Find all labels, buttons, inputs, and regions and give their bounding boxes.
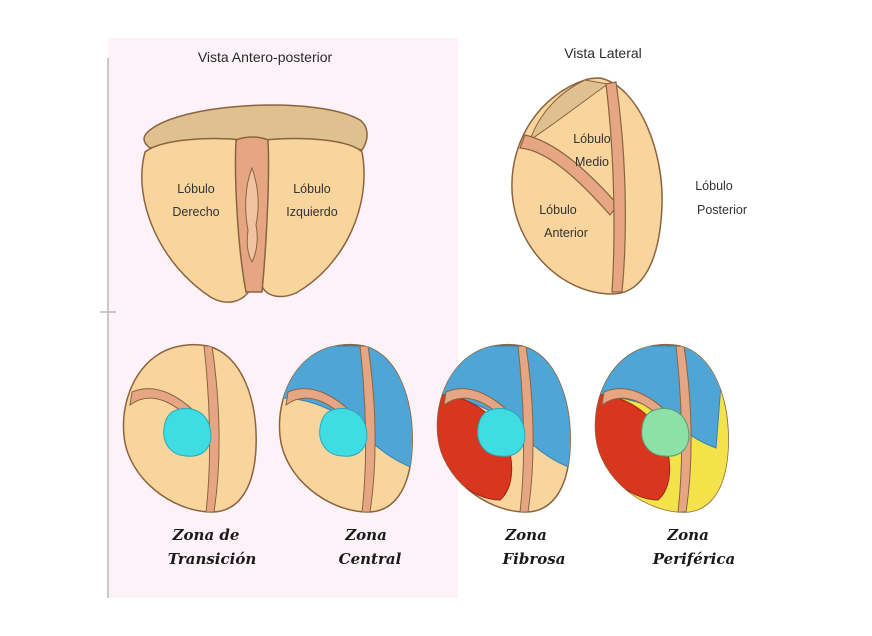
middle-lobe-label-1: Lóbulo — [573, 132, 611, 146]
zone-transition-diagram: Zona de Transición — [122, 343, 257, 568]
antero-posterior-view: Lóbulo Derecho Lóbulo Izquierdo — [141, 104, 368, 303]
transition-zone-region — [163, 408, 212, 457]
zone-fibrous-caption-2: Fibrosa — [502, 550, 566, 568]
zone-peripheral-caption-1: Zona — [666, 526, 709, 544]
posterior-lobe-label-1: Lóbulo — [695, 179, 733, 193]
zone-transition-caption-1: Zona de — [172, 526, 240, 544]
left-lobe-label-1: Lóbulo — [293, 182, 331, 196]
posterior-lobe-label-2: Posterior — [697, 203, 747, 217]
middle-lobe-label-2: Medio — [575, 155, 609, 169]
zone-peripheral-diagram: Zona Periférica — [594, 343, 735, 568]
zone-central-caption-2: Central — [339, 550, 402, 568]
zone-fibrous-diagram: Zona Fibrosa — [436, 343, 571, 568]
zone-central-caption-1: Zona — [344, 526, 387, 544]
zone-central-diagram: Zona Central — [278, 343, 413, 568]
zone-fibrous-caption-1: Zona — [504, 526, 547, 544]
anterior-lobe-label-2: Anterior — [544, 226, 588, 240]
urethra-lumen — [245, 166, 259, 264]
zone-peripheral-caption-2: Periférica — [652, 550, 735, 568]
lateral-urethra — [605, 81, 626, 293]
title-antero-posterior: Vista Antero-posterior — [198, 49, 333, 65]
lateral-view: Lóbulo Medio Lóbulo Anterior Lóbulo Post… — [511, 77, 747, 295]
left-lobe-label-2: Izquierdo — [286, 205, 337, 219]
anterior-lobe-label-1: Lóbulo — [539, 203, 577, 217]
right-lobe-label-2: Derecho — [172, 205, 219, 219]
zone-transition-caption-2: Transición — [168, 550, 256, 568]
title-lateral: Vista Lateral — [564, 45, 642, 61]
right-lobe-label-1: Lóbulo — [177, 182, 215, 196]
